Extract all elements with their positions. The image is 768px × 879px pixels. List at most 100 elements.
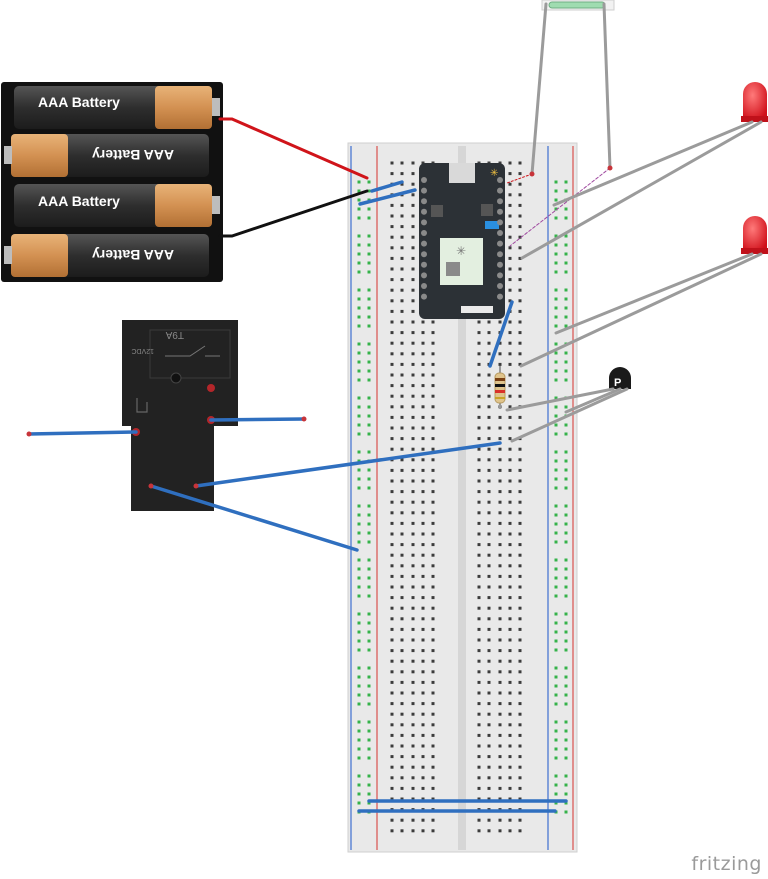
breadboard-hole — [554, 252, 558, 256]
breadboard-hole — [508, 384, 512, 388]
breadboard-hole — [508, 617, 512, 621]
breadboard-hole — [411, 596, 415, 600]
breadboard-hole — [357, 684, 361, 688]
breadboard-hole — [400, 776, 404, 780]
breadboard-hole — [508, 278, 512, 282]
breadboard-hole — [498, 776, 502, 780]
breadboard-hole — [357, 288, 361, 292]
photon-pin — [497, 293, 503, 300]
breadboard-hole — [431, 818, 435, 822]
breadboard-hole — [421, 532, 425, 536]
breadboard-hole — [431, 437, 435, 441]
breadboard-hole — [390, 405, 394, 409]
breadboard-hole — [421, 384, 425, 388]
breadboard-hole — [400, 299, 404, 303]
breadboard-hole — [554, 522, 558, 526]
breadboard-hole — [487, 511, 491, 515]
breadboard-hole — [390, 574, 394, 578]
breadboard-hole — [390, 384, 394, 388]
breadboard-hole — [508, 267, 512, 271]
breadboard-hole — [564, 261, 568, 265]
breadboard-hole — [431, 373, 435, 377]
breadboard-hole — [367, 702, 371, 706]
breadboard-hole — [367, 774, 371, 778]
breadboard-hole — [477, 744, 481, 748]
breadboard-hole — [400, 521, 404, 525]
breadboard-hole — [421, 596, 425, 600]
breadboard-hole — [508, 670, 512, 674]
breadboard-hole — [411, 161, 415, 165]
breadboard-hole — [477, 818, 481, 822]
breadboard-hole — [431, 680, 435, 684]
breadboard-hole — [357, 360, 361, 364]
breadboard-hole — [357, 315, 361, 319]
breadboard-hole — [411, 829, 415, 833]
breadboard-hole — [367, 270, 371, 274]
breadboard-hole — [390, 606, 394, 610]
breadboard-hole — [498, 161, 502, 165]
breadboard-hole — [508, 288, 512, 292]
breadboard-hole — [431, 606, 435, 610]
breadboard-hole — [431, 479, 435, 483]
breadboard-hole — [357, 612, 361, 616]
breadboard-hole — [518, 521, 522, 525]
breadboard-hole — [411, 585, 415, 589]
breadboard-hole — [357, 639, 361, 643]
breadboard-hole — [411, 638, 415, 642]
breadboard-hole — [518, 680, 522, 684]
jumper-blue-1 — [370, 180, 404, 193]
breadboard-hole — [564, 270, 568, 274]
breadboard-hole — [411, 511, 415, 515]
breadboard-hole — [487, 776, 491, 780]
breadboard-hole — [390, 479, 394, 483]
breadboard-hole — [518, 309, 522, 313]
breadboard-hole — [518, 426, 522, 430]
breadboard-hole — [431, 733, 435, 737]
breadboard-hole — [390, 585, 394, 589]
breadboard-hole — [554, 459, 558, 463]
breadboard-hole — [508, 564, 512, 568]
breadboard-hole — [390, 309, 394, 313]
breadboard-hole — [487, 744, 491, 748]
breadboard-hole — [508, 320, 512, 324]
breadboard-hole — [508, 426, 512, 430]
breadboard-hole — [508, 702, 512, 706]
breadboard-hole — [390, 733, 394, 737]
breadboard-hole — [367, 432, 371, 436]
breadboard-hole — [357, 513, 361, 517]
wire-led2-a — [554, 252, 754, 335]
sun-icon: ✳ — [490, 168, 498, 179]
wire-battery-red — [218, 117, 369, 180]
breadboard-hole — [400, 415, 404, 419]
breadboard-hole — [477, 394, 481, 398]
transistor: P — [609, 367, 631, 389]
breadboard-hole — [487, 490, 491, 494]
breadboard-hole — [564, 558, 568, 562]
breadboard-hole — [411, 670, 415, 674]
breadboard-hole — [554, 540, 558, 544]
breadboard-hole — [411, 384, 415, 388]
breadboard-hole — [518, 511, 522, 515]
breadboard-hole — [411, 458, 415, 462]
breadboard-hole — [554, 351, 558, 355]
breadboard-hole — [477, 352, 481, 356]
breadboard-hole — [367, 693, 371, 697]
breadboard-hole — [411, 744, 415, 748]
breadboard-hole — [564, 621, 568, 625]
breadboard-hole — [390, 278, 394, 282]
breadboard-hole — [367, 621, 371, 625]
breadboard-hole — [357, 306, 361, 310]
battery-cell-2-label: AAA Battery — [92, 147, 174, 163]
breadboard-hole — [508, 479, 512, 483]
breadboard-hole — [400, 574, 404, 578]
breadboard-hole — [564, 576, 568, 580]
breadboard-hole — [357, 423, 361, 427]
photon-pin — [497, 261, 503, 268]
breadboard-hole — [477, 733, 481, 737]
breadboard-hole — [487, 670, 491, 674]
breadboard-hole — [508, 331, 512, 335]
breadboard-hole — [367, 180, 371, 184]
breadboard-hole — [411, 649, 415, 653]
breadboard-hole — [518, 574, 522, 578]
breadboard-hole — [564, 774, 568, 778]
